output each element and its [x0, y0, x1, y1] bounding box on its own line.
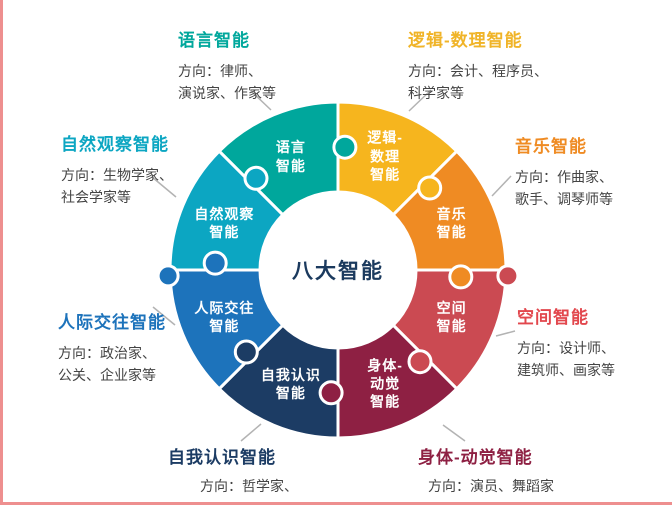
callout-connector-line: [408, 89, 432, 112]
callout-connector-line: [240, 423, 262, 442]
puzzle-tab: [417, 175, 443, 201]
puzzle-tab: [448, 264, 474, 290]
wheel-center-title: 八大智能: [292, 260, 384, 283]
callout-desc: 方向：会计、程序员、 科学家等: [408, 63, 548, 101]
callout-title: 自我认识智能: [168, 448, 276, 467]
callout-connector-line: [491, 175, 512, 197]
callout-desc: 方向：作曲家、 歌手、调琴师等: [515, 169, 613, 207]
puzzle-rim-tab: [496, 264, 520, 288]
callout-title: 人际交往智能: [58, 313, 166, 332]
puzzle-tab: [318, 380, 344, 406]
callout-title: 逻辑-数理智能: [408, 31, 523, 50]
callout-linguistic: 语言智能 方向：律师、 演说家、作家等: [178, 26, 276, 104]
puzzle-tab: [202, 250, 228, 276]
callout-connector-line: [152, 306, 176, 326]
puzzle-rim-tab: [156, 264, 180, 288]
callout-connector-line: [249, 89, 272, 111]
callout-musical: 音乐智能 方向：作曲家、 歌手、调琴师等: [515, 132, 613, 210]
callout-title: 自然观察智能: [61, 135, 169, 154]
callout-naturalistic: 自然观察智能 方向：生物学家、 社会学家等: [61, 130, 173, 208]
callout-desc: 方向：演员、舞蹈家: [428, 478, 554, 494]
callout-spatial: 空间智能 方向：设计师、 建筑师、画家等: [517, 303, 615, 381]
callout-bodily-kinesthetic: 身体-动觉智能 方向：演员、舞蹈家: [418, 443, 554, 498]
callout-connector-line: [495, 330, 516, 337]
callout-desc: 方向：政治家、 公关、企业家等: [58, 345, 156, 383]
wheel-piece-naturalistic: [168, 149, 285, 272]
puzzle-tab: [233, 339, 259, 365]
callout-interpersonal: 人际交往智能 方向：政治家、 公关、企业家等: [58, 308, 166, 386]
callout-title: 空间智能: [517, 308, 589, 327]
callout-title: 语言智能: [178, 31, 250, 50]
puzzle-wheel: [151, 89, 520, 442]
callout-desc: 方向：设计师、 建筑师、画家等: [517, 340, 615, 378]
puzzle-tab: [407, 349, 433, 375]
puzzle-tab: [332, 134, 358, 160]
callout-connector-line: [151, 176, 177, 198]
callout-title: 身体-动觉智能: [418, 448, 533, 467]
callout-connector-line: [442, 424, 466, 442]
callout-title: 音乐智能: [515, 137, 587, 156]
callout-desc: 方向：生物学家、 社会学家等: [61, 167, 173, 205]
callout-desc: 方向：哲学家、: [200, 478, 298, 494]
puzzle-tab: [243, 165, 269, 191]
callout-intrapersonal: 自我认识智能 方向：哲学家、: [168, 443, 298, 498]
callout-desc: 方向：律师、 演说家、作家等: [178, 63, 276, 101]
callout-logical-mathematical: 逻辑-数理智能 方向：会计、程序员、 科学家等: [408, 26, 548, 104]
